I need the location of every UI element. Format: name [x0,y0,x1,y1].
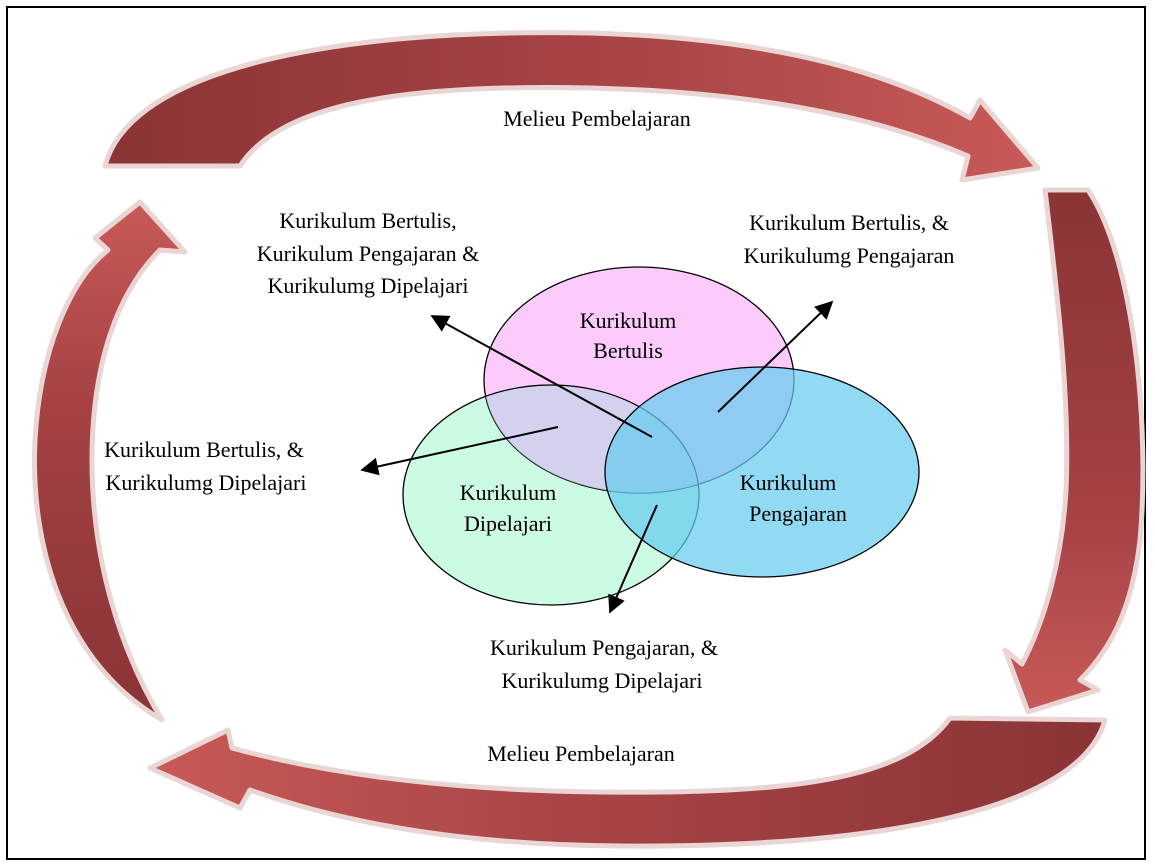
pengajaran-label-line2: Pengajaran [749,501,847,526]
circle-kurikulum-pengajaran [604,366,920,578]
bertulis-dipelajari-label-line2: Kurikulumg Dipelajari [105,470,306,495]
dipelajari-label-line2: Dipelajari [464,511,552,536]
bertulis-dipelajari-label-line1: Kurikulum Bertulis, & [104,437,304,462]
right-cycle-arrow [1002,187,1146,715]
left-cycle-arrow [32,199,188,723]
bottom-cycle-arrow [147,715,1108,849]
arrow-to-bertulis-pengajaran-label [717,300,834,413]
dipelajari-label-line1: Kurikulum [460,480,557,505]
milieu-bottom-label: Melieu Pembelajaran [487,741,675,766]
all-three-label-line1: Kurikulum Bertulis, [279,208,456,233]
arrow-to-pengajaran-dipelajari-label [608,504,658,614]
pengajaran-dipelajari-label-line2: Kurikulumg Dipelajari [501,668,702,693]
bertulis-pengajaran-label-line1: Kurikulum Bertulis, & [749,210,949,235]
top-cycle-arrow [102,30,1041,183]
milieu-top-label: Melieu Pembelajaran [503,106,691,131]
pengajaran-dipelajari-label-line1: Kurikulum Pengajaran, & [490,635,718,660]
arrow-to-bertulis-dipelajari-label [360,426,559,476]
all-three-label-line3: Kurikulumg Dipelajari [267,273,468,298]
arrow-to-all-three-label [430,315,653,438]
pengajaran-label-line1: Kurikulum [740,470,837,495]
bertulis-label-line2: Bertulis [593,338,663,363]
bertulis-label-line1: Kurikulum [580,308,677,333]
all-three-label-line2: Kurikulum Pengajaran & [257,241,479,266]
bertulis-pengajaran-label-line2: Kurikulumg Pengajaran [744,243,955,268]
